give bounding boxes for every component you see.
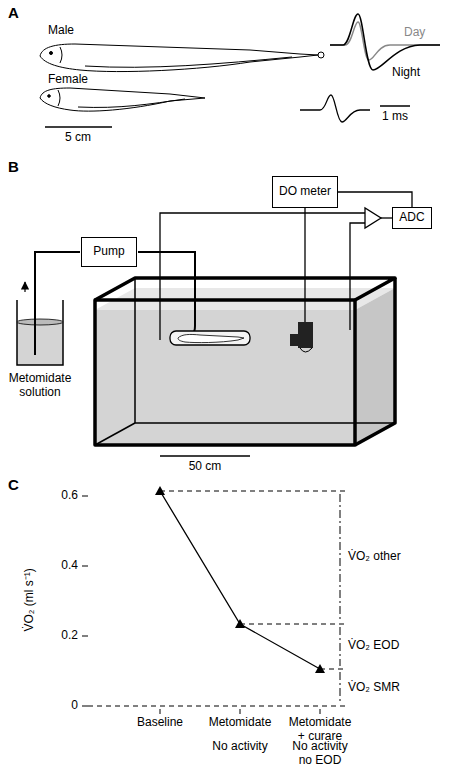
instrument-box: DO meter: [272, 176, 338, 208]
instrument-box: Pump: [81, 237, 137, 267]
outflow-tube: [138, 252, 195, 338]
bracket-label: V̇O₂ other: [348, 550, 401, 564]
tick-label: 0: [71, 699, 78, 713]
fish-tube: [170, 331, 250, 345]
signal-wire: [338, 192, 412, 207]
bracket-label: V̇O₂ EOD: [348, 639, 399, 653]
panel-letter: B: [8, 158, 19, 175]
box-label: ADC: [399, 211, 424, 225]
chart: [82, 486, 345, 714]
solution-label: Metomidate solution: [0, 372, 82, 400]
tick-label: 0.2: [61, 629, 78, 643]
tick-label: 0.4: [61, 559, 78, 573]
condition-label: No activity: [212, 740, 267, 754]
tick-label: 0.6: [61, 489, 78, 503]
bracket-label: V̇O₂ SMR: [348, 681, 400, 695]
panel-letter: C: [8, 476, 19, 493]
night-waveform: [330, 14, 440, 70]
female-waveform: [300, 95, 370, 122]
beaker: [17, 300, 63, 365]
scale-bar: [160, 455, 250, 457]
category-label: Baseline: [137, 716, 183, 730]
do-probe: [290, 208, 313, 352]
axis-title: V̇O₂ (ml s⁻¹): [23, 568, 37, 631]
box-label: DO meter: [279, 185, 331, 199]
scale-bar: [45, 126, 112, 128]
category-label: Metomidate: [209, 716, 272, 730]
scale-label: 5 cm: [65, 131, 91, 145]
instrument-box: ADC: [392, 207, 432, 229]
intake-tube: [35, 252, 80, 355]
panel-letter: A: [8, 4, 19, 21]
scale-label: 1 ms: [382, 110, 408, 124]
condition-label: No activity no EOD: [285, 740, 355, 768]
amplifier-symbol: [365, 208, 381, 228]
male-fish: [40, 44, 324, 72]
flow-arrow: [24, 282, 25, 292]
electrode-wires: [160, 213, 392, 340]
scale-bar: [380, 105, 410, 107]
female-fish: [40, 88, 205, 111]
fish-label: Male: [48, 24, 74, 38]
box-label: Pump: [93, 245, 124, 259]
trace-label: Day: [404, 26, 425, 40]
trace-label: Night: [392, 66, 420, 80]
scale-label: 50 cm: [189, 460, 222, 474]
fish-label: Female: [48, 73, 88, 87]
